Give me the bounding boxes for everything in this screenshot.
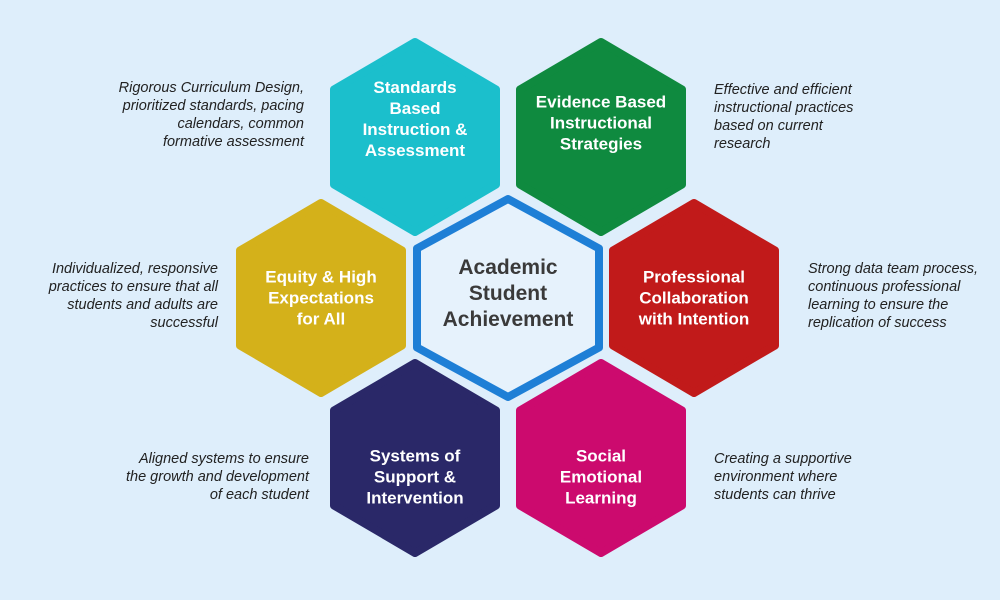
hexagon-social — [516, 359, 686, 557]
description-professional: Strong data team process, continuous pro… — [808, 261, 979, 331]
hexagon-equity — [236, 199, 406, 397]
hex-label-equity: Equity & High Expectations for All — [265, 267, 377, 329]
hex-label-professional: Professional Collaboration with Intentio… — [638, 267, 750, 329]
hexagon-professional — [609, 199, 779, 397]
center-label: Academic Student Achievement — [442, 256, 574, 331]
description-social: Creating a supportive environment where … — [714, 451, 852, 503]
description-equity: Individualized, responsive practices to … — [48, 261, 218, 331]
hexagon-center — [413, 195, 603, 401]
hexagon-systems — [330, 359, 500, 557]
hexagon-evidence — [516, 38, 686, 236]
hex-label-social: Social Emotional Learning — [559, 446, 643, 508]
hex-label-systems: Systems of Support & Intervention — [366, 446, 464, 508]
hex-label-standards: Standards Based Instruction & Assessment — [362, 78, 468, 160]
description-standards: Rigorous Curriculum Design, prioritized … — [118, 80, 304, 150]
hexagon-standards — [330, 38, 500, 236]
description-systems: Aligned systems to ensure the growth and… — [126, 451, 309, 503]
description-evidence: Effective and efficient instructional pr… — [714, 82, 854, 152]
hex-label-evidence: Evidence Based Instructional Strategies — [535, 92, 667, 154]
